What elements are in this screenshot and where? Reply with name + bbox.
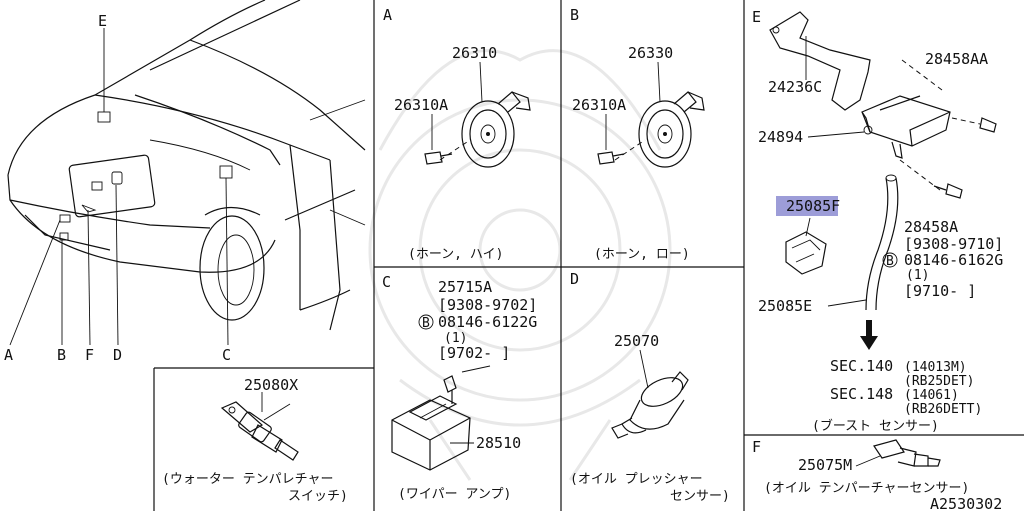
horn-low-bolt-part-no: 26310A — [572, 96, 626, 114]
oil-temp-sensor-drawing — [873, 439, 941, 467]
horn-high-caption: (ホーン, ハイ) — [408, 247, 503, 262]
boost-sec-140-engine: (RB25DET) — [904, 374, 974, 389]
diagram-id: A2530302 — [930, 495, 1002, 511]
wiper-amp-date-a: [9308-9702] — [438, 296, 537, 314]
car-front-illustration — [7, 0, 366, 346]
boost-bolt-code: B — [886, 254, 894, 269]
horn-high-drawing — [424, 91, 531, 168]
water-temp-switch-drawing — [220, 401, 299, 461]
oil-pressure-caption-line1: (オイル プレッシャー — [570, 472, 703, 487]
boost-date-a: [9308-9710] — [904, 235, 1003, 253]
boost-sensor-part-no: 24894 — [758, 128, 803, 146]
oil-pressure-caption-line2: センサー) — [670, 489, 730, 504]
boost-sec-140-ref: (14013M) — [904, 360, 967, 375]
wiper-amp-part-a: 25715A — [438, 278, 492, 296]
part-highlight-box — [776, 196, 838, 216]
oil-temp-caption: (オイル テンパーチャーセンサー) — [764, 481, 969, 496]
panel-a-label: A — [383, 6, 392, 24]
wiper-amp-drawing — [391, 365, 491, 471]
bolt-code-circle-c — [418, 314, 434, 330]
callout-b: B — [57, 346, 66, 364]
boost-sec-148-ref: (14061) — [904, 388, 959, 403]
boost-sec-148-engine: (RB26DETT) — [904, 402, 982, 417]
boost-caption: (ブースト センサー) — [812, 418, 939, 434]
boost-bolt-part: 08146-6162G — [904, 251, 1003, 269]
horn-high-bolt-part-no: 26310A — [394, 96, 448, 114]
wiper-amp-caption: (ワイパー アンプ) — [398, 487, 511, 502]
horn-high-part-no: 26310 — [452, 44, 497, 62]
panel-grid — [153, 0, 1024, 511]
boost-sec-148: SEC.148 — [830, 385, 893, 403]
wiper-amp-part-no: 28510 — [476, 434, 521, 452]
wiper-amp-bolt-part: 08146-6122G — [438, 313, 537, 331]
panel-e-label: E — [752, 8, 761, 26]
water-temp-caption-line1: (ウォーター テンパレチャー — [162, 472, 334, 487]
boost-bolt-qty: (1) — [906, 268, 929, 283]
oil-pressure-part-no: 25070 — [614, 332, 659, 350]
callout-c: C — [222, 346, 231, 364]
boost-clip-part-no: 25085F — [786, 197, 840, 215]
boost-bolt-part-no: 28458A — [904, 218, 958, 236]
oil-pressure-sensor-drawing — [611, 371, 689, 439]
boost-bracket-part-no: 24236C — [768, 78, 822, 96]
bolt-code-circle-e — [882, 252, 898, 268]
panel-d-label: D — [570, 270, 579, 288]
callout-f: F — [85, 346, 94, 364]
horn-low-drawing — [597, 91, 705, 168]
watermark-crest — [368, 49, 672, 481]
water-temp-caption-line2: スイッチ) — [288, 489, 348, 504]
boost-sensor-drawing — [769, 11, 997, 350]
boost-top-bolt-part-no: 28458AA — [925, 50, 988, 68]
callout-a: A — [4, 346, 13, 364]
panel-c-label: C — [382, 273, 391, 291]
boost-date-b: [9710- ] — [904, 282, 976, 300]
boost-hose-part-no: 25085E — [758, 297, 812, 315]
callout-d: D — [113, 346, 122, 364]
callout-e: E — [98, 12, 107, 30]
water-temp-part-no: 25080X — [244, 376, 298, 394]
panel-f-label: F — [752, 438, 761, 456]
wiper-amp-date-b: [9702- ] — [438, 344, 510, 362]
panel-b-label: B — [570, 6, 579, 24]
horn-low-caption: (ホーン, ロー) — [594, 247, 690, 262]
horn-low-part-no: 26330 — [628, 44, 673, 62]
oil-temp-part-no: 25075M — [798, 456, 852, 474]
wiper-amp-bolt-code: B — [422, 316, 430, 331]
boost-sec-140: SEC.140 — [830, 357, 893, 375]
wiper-amp-bolt-qty: (1) — [444, 331, 467, 346]
